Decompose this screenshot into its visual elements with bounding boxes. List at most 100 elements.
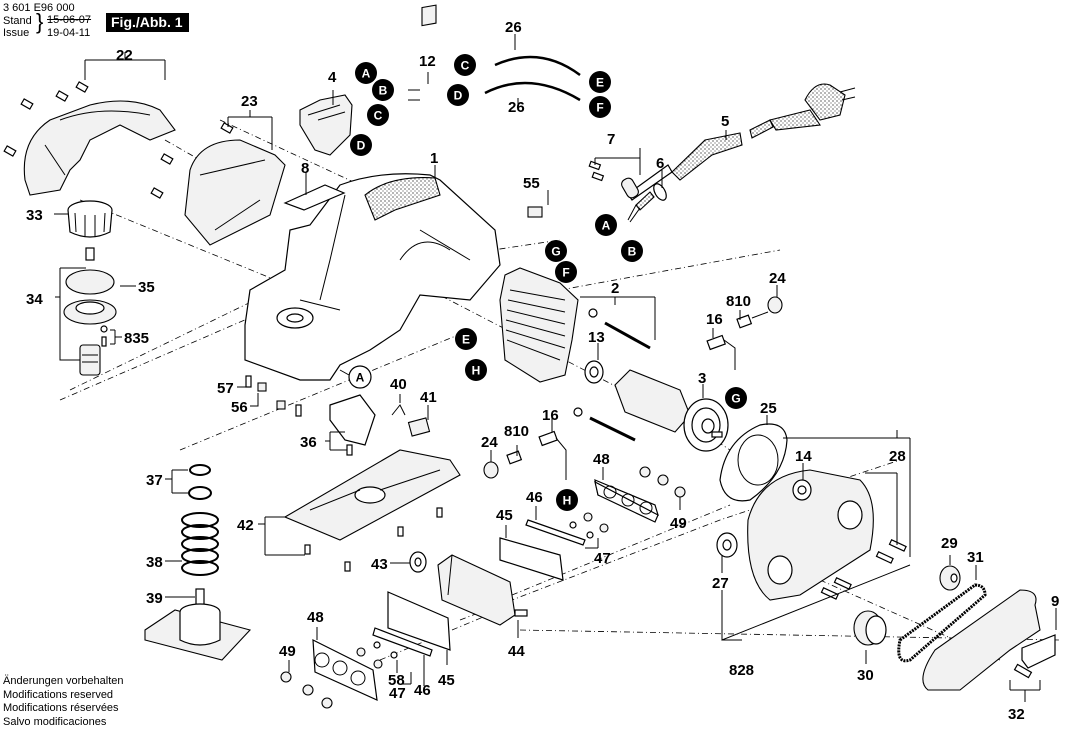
part-39-parking-shoe[interactable]	[144, 588, 252, 661]
part-48-blade-cover-lower[interactable]	[312, 638, 378, 701]
part-48-blade-cover-upper[interactable]	[594, 479, 659, 523]
callout-37: 37	[146, 472, 163, 489]
svg-text:A: A	[356, 371, 365, 385]
part-55-terminal[interactable]	[527, 206, 543, 218]
svg-text:D: D	[357, 139, 366, 153]
svg-text:D: D	[454, 89, 463, 103]
part-46-blade-clamp-lower[interactable]	[372, 627, 433, 657]
part-1-planer-housing[interactable]	[244, 173, 501, 381]
callout-24-lower: 24	[481, 434, 498, 451]
connector-B-cord: B	[621, 240, 643, 262]
callout-46-lower: 46	[414, 682, 431, 699]
callout-39: 39	[146, 590, 163, 607]
part-16-brush-holder-upper[interactable]	[706, 334, 736, 370]
callout-4: 4	[328, 69, 337, 86]
callout-47-lower: 47	[389, 685, 406, 702]
callout-41: 41	[420, 389, 437, 406]
part-28-belt-cover-inner[interactable]	[747, 469, 907, 601]
svg-text:B: B	[379, 84, 388, 98]
callout-35: 35	[138, 279, 155, 296]
part-9-label[interactable]	[1021, 634, 1056, 669]
callout-31: 31	[967, 549, 984, 566]
svg-text:H: H	[563, 494, 572, 508]
callout-34: 34	[26, 291, 43, 308]
connector-C-switch: C	[367, 104, 389, 126]
part-47-screws-lower[interactable]	[356, 647, 383, 669]
part-7-cable-clamp[interactable]	[588, 160, 640, 199]
part-58-washers[interactable]	[373, 641, 398, 659]
part-45-blade-upper[interactable]	[499, 537, 564, 581]
callout-33: 33	[26, 207, 43, 224]
part-33-depth-knob[interactable]	[67, 200, 113, 238]
callout-49-upper: 49	[670, 515, 687, 532]
part-2-screws[interactable]	[573, 308, 651, 442]
part-36-chip-deflector[interactable]	[329, 394, 376, 456]
part-13-bearing[interactable]	[584, 360, 604, 384]
callout-38: 38	[146, 554, 163, 571]
svg-text:G: G	[731, 392, 740, 406]
callout-3: 3	[698, 370, 706, 387]
part-43-bearing[interactable]	[409, 551, 427, 573]
callout-26-bottom: 26	[508, 99, 525, 116]
part-37-circlip-washer[interactable]	[188, 464, 212, 500]
callout-5: 5	[721, 113, 729, 130]
part-47-screws-upper[interactable]	[569, 512, 609, 539]
callout-56: 56	[231, 399, 248, 416]
connector-A-switch: A	[355, 62, 377, 84]
svg-text:C: C	[374, 109, 383, 123]
callout-7: 7	[607, 131, 615, 148]
part-14-bearing[interactable]	[792, 479, 812, 501]
part-stator-field[interactable]	[499, 267, 579, 383]
callout-1: 1	[430, 150, 438, 167]
part-44-planer-drum[interactable]	[437, 554, 528, 626]
svg-text:E: E	[462, 333, 470, 347]
part-34-depth-adjust-assembly[interactable]	[63, 247, 117, 376]
notice-fr: Modifications réservées	[3, 702, 119, 714]
part-nut[interactable]	[276, 400, 286, 410]
part-24-brush-cap-lower[interactable]	[483, 461, 499, 479]
part-29-small-pulley[interactable]	[939, 565, 961, 591]
part-12-suppressor[interactable]	[408, 4, 437, 101]
part-42-base-plate[interactable]	[283, 449, 461, 572]
part-30-drive-pulley[interactable]	[853, 610, 887, 646]
part-4-switch[interactable]	[299, 94, 353, 156]
part-25-air-guide[interactable]	[719, 423, 788, 502]
part-5-power-cord[interactable]	[671, 83, 856, 181]
part-screw[interactable]	[295, 404, 302, 417]
callout-6: 6	[656, 155, 664, 172]
part-46-blade-clamp-upper[interactable]	[525, 519, 586, 546]
part-8-label[interactable]	[283, 184, 346, 211]
svg-text:F: F	[562, 266, 569, 280]
part-49-screws-upper[interactable]	[639, 466, 686, 498]
part-23-front-cover[interactable]	[150, 122, 286, 246]
callout-30: 30	[857, 667, 874, 684]
issue-label: Issue	[3, 27, 30, 39]
part-22-rear-cover[interactable]	[3, 81, 176, 196]
part-41-lever[interactable]	[407, 417, 431, 437]
part-3-armature[interactable]	[614, 369, 729, 452]
part-27-bearing[interactable]	[716, 532, 738, 558]
svg-text:E: E	[596, 76, 604, 90]
part-56-nut[interactable]	[257, 382, 267, 392]
part-38-spring[interactable]	[181, 512, 219, 576]
part-45-blade-lower[interactable]	[387, 591, 451, 651]
callout-48-lower: 48	[307, 609, 324, 626]
callout-828: 828	[729, 662, 754, 679]
part-49-screws-lower[interactable]	[280, 671, 333, 709]
part-57-screw[interactable]	[245, 375, 252, 388]
part-810-carbon-brush-upper[interactable]	[736, 311, 769, 329]
callout-40: 40	[390, 376, 407, 393]
part-40-spring[interactable]	[391, 404, 406, 416]
connector-D-switch: D	[350, 134, 372, 156]
part-810-carbon-brush-lower[interactable]	[506, 450, 523, 465]
part-31-drive-belt[interactable]	[897, 583, 987, 663]
part-32-belt-cover-outer[interactable]	[922, 589, 1041, 691]
part-24-brush-cap-upper[interactable]	[767, 296, 783, 314]
callout-44: 44	[508, 643, 525, 660]
part-16-brush-holder-lower[interactable]	[538, 430, 567, 480]
callout-43: 43	[371, 556, 388, 573]
part-26-cables[interactable]	[484, 55, 581, 102]
modifications-notice: Änderungen vorbehalten Modifications res…	[3, 675, 123, 729]
callout-13: 13	[588, 329, 605, 346]
svg-text:G: G	[551, 245, 560, 259]
